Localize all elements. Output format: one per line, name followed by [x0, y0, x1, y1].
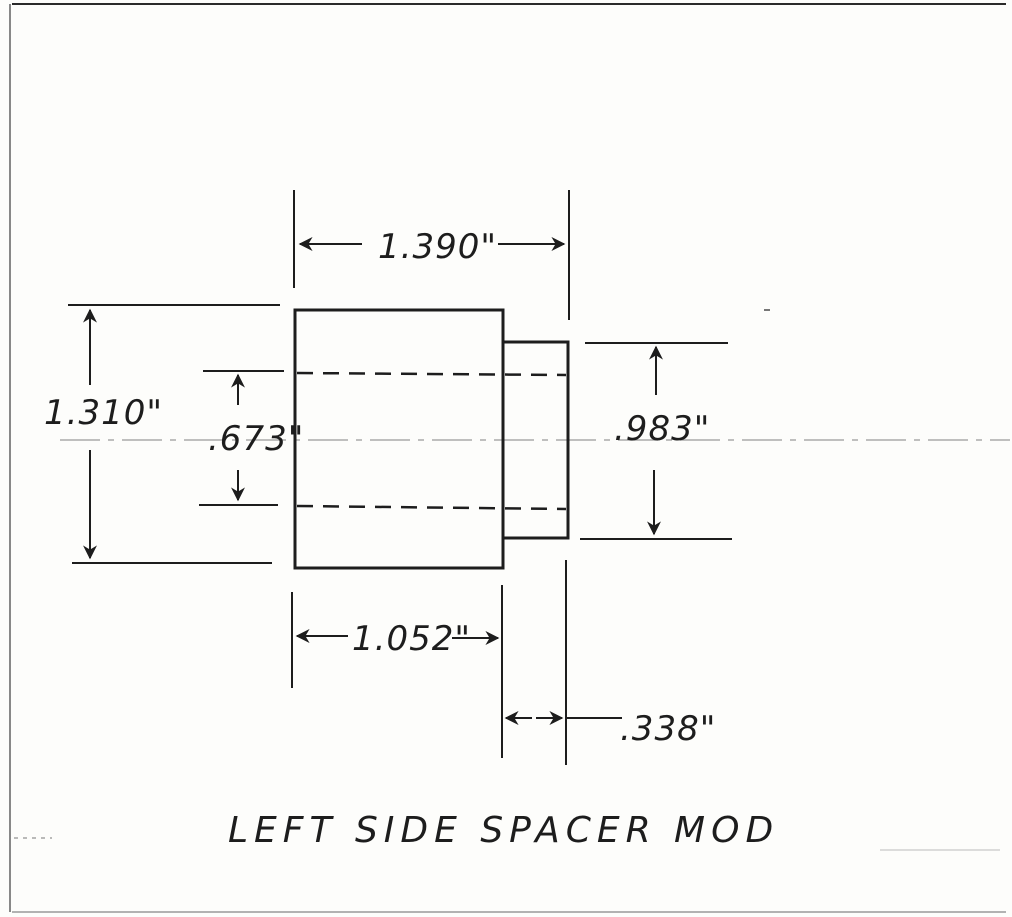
drawing-title: LEFT SIDE SPACER MOD [228, 810, 779, 851]
extension-lines [68, 190, 732, 765]
bore-diameter-label: .673" [208, 419, 304, 459]
outer-diameter-label: 1.310" [44, 393, 163, 433]
dimension-lines [83, 237, 663, 725]
overall-length-label: 1.390" [378, 227, 497, 267]
body-length-label: 1.052" [352, 619, 471, 659]
paper-frame [9, 3, 1006, 913]
stray-marks [14, 309, 1000, 851]
step-diameter-label: .983" [614, 409, 710, 449]
spacer-body [293, 308, 505, 570]
bore-hidden-lines [296, 371, 567, 511]
step-length-label: .338" [620, 709, 716, 749]
spacer-step [501, 340, 570, 540]
